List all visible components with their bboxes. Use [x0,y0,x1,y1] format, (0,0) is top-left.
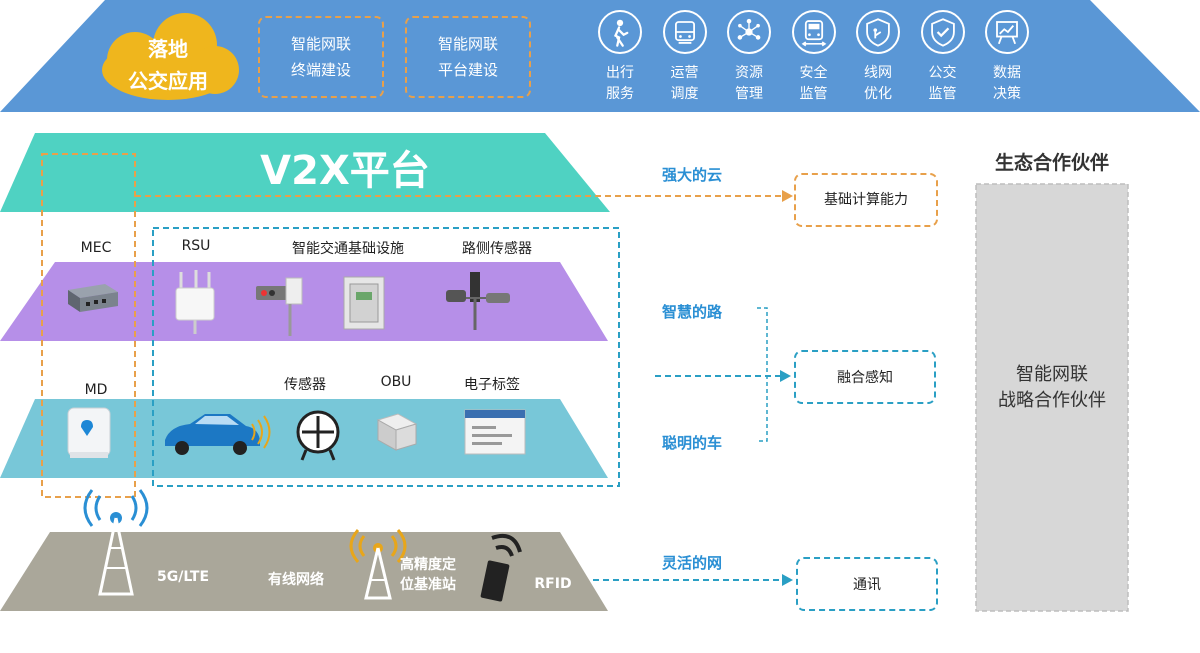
fusion-bracket [757,307,768,442]
cloud-label: 落地 公交应用 [118,33,218,97]
cloud-label-line1: 落地 [148,37,188,61]
service-label-line2: 监管 [799,86,828,102]
partner-text: 智能网联 战略合作伙伴 [976,362,1128,414]
sensor-label: 传感器 [284,377,326,393]
base-station-icon [349,529,407,600]
cloud-arrow-head [782,190,793,202]
mec-label: MEC [80,240,112,256]
gnss-label-line2: 位基准站 [400,577,456,593]
fusion-box-label: 融合感知 [837,370,893,386]
signal-wave-icon [251,415,271,449]
service-label-line2: 调度 [670,86,699,102]
fusion-arrow-head [780,370,791,382]
fusion-box: 融合感知 [794,350,936,404]
service-label-line2: 监管 [928,86,957,102]
etag-label: 电子标签 [464,377,520,393]
service-label: 安全监管 [784,63,844,105]
cloud-shape [102,13,239,100]
car-icon [165,414,260,455]
shield-check-icon [920,10,965,54]
rsu-label: RSU [181,238,211,254]
terminal-build-line1: 智能网联 [290,35,351,53]
service-label-line1: 安全 [799,65,828,81]
service-label-line1: 公交 [928,65,957,81]
terminal-build-line2: 终端建设 [290,61,351,79]
gnss-label: 高精度定 位基准站 [400,555,480,595]
obu-device-icon [376,413,418,451]
service-label: 公交监管 [913,63,973,105]
cell-tower-icon [83,489,149,596]
network-arrow-head [782,574,793,586]
obu-label: OBU [380,374,412,390]
cloud-label-line2: 公交应用 [128,69,208,93]
compute-box: 基础计算能力 [794,173,938,227]
service-label-line1: 出行 [606,65,634,81]
rsu-device-icon [175,270,215,334]
platform-build-line2: 平台建设 [437,61,498,79]
mec-device-icon [68,284,118,312]
service-label-line2: 服务 [606,86,634,102]
platform-build-line1: 智能网联 [437,35,498,53]
roadside-sensor-icon [446,272,510,330]
partner-text-line1: 智能网联 [1016,364,1088,385]
service-label-line1: 资源 [735,65,763,81]
service-label-line1: 线网 [864,65,892,81]
service-label: 资源管理 [719,63,779,105]
service-label: 运营调度 [655,63,715,105]
service-label-line2: 优化 [864,86,892,102]
rfid-card-icon [480,533,522,602]
network-layer-band [0,532,608,611]
lte-label: 5G/LTE [156,569,210,585]
communication-box-label: 通讯 [853,577,881,593]
control-cabinet-icon [343,276,385,330]
service-label-line1: 数据 [993,65,1021,81]
partner-text-line2: 战略合作伙伴 [998,390,1106,411]
service-label-line2: 决策 [993,86,1021,102]
platform-build-box: 智能网联 平台建设 [405,16,531,98]
cloud-capability-label: 强大的云 [662,166,723,184]
smart-road-label: 智慧的路 [662,303,723,321]
md-device-icon [67,407,111,458]
md-label: MD [84,382,108,398]
traffic-signal-icon [256,277,303,336]
wired-label: 有线网络 [268,572,324,588]
service-label-line2: 管理 [735,86,763,102]
smart-car-label: 聪明的车 [662,434,723,452]
bus-icon [662,10,707,54]
service-label: 出行服务 [590,63,650,105]
walking-person-icon [598,10,642,54]
roadside-sensor-label: 路侧传感器 [462,241,532,257]
platform-band [0,133,610,212]
infra-label: 智能交通基础设施 [292,241,404,257]
top-service-band [0,0,1200,112]
partner-box [975,183,1129,612]
communication-box: 通讯 [796,557,938,611]
platform-title: V2X平台 [260,148,430,194]
vehicle-sensor-icon [296,410,340,461]
bus-front-icon [791,10,836,54]
device-area-outline [152,227,620,487]
flexible-network-label: 灵活的网 [662,554,723,572]
terminal-build-box: 智能网联 终端建设 [258,16,384,98]
service-label-line1: 运营 [670,65,699,81]
electronic-tag-icon [464,409,526,455]
shield-route-icon [856,10,900,54]
service-label: 线网优化 [848,63,908,105]
compute-box-label: 基础计算能力 [824,192,908,208]
presentation-chart-icon [985,10,1029,54]
rfid-label: RFID [534,576,572,592]
partner-title: 生态合作伙伴 [994,152,1109,174]
gnss-label-line1: 高精度定 [400,557,456,573]
service-label: 数据决策 [977,63,1037,105]
network-nodes-icon [727,10,771,54]
